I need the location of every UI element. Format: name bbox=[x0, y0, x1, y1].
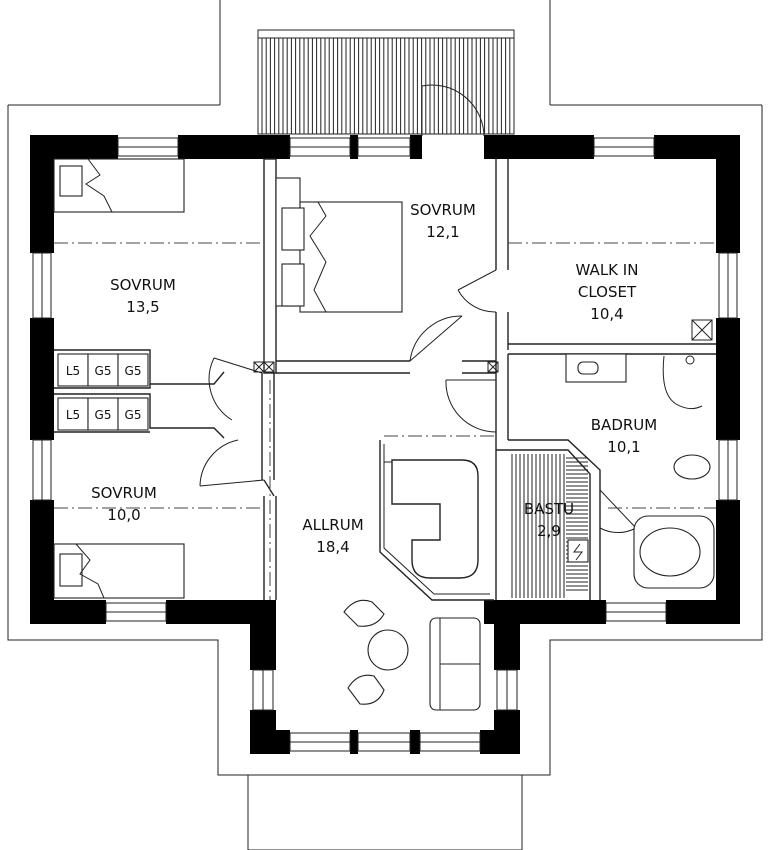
storage-cabinet: L5 bbox=[57, 353, 89, 387]
balcony bbox=[257, 29, 515, 135]
storage-lower: L5 G5 G5 bbox=[57, 397, 149, 431]
storage-cabinet-label: L5 bbox=[66, 408, 80, 422]
storage-cabinet: L5 bbox=[57, 397, 89, 431]
room-name-walk-in: WALK IN bbox=[576, 261, 639, 279]
bathroom-fixtures bbox=[565, 353, 715, 589]
storage-cabinet-label: L5 bbox=[66, 364, 80, 378]
room-name-allrum: ALLRUM bbox=[302, 516, 363, 534]
room-area-badrum: 10,1 bbox=[607, 438, 640, 456]
storage-cabinet-label: G5 bbox=[125, 364, 142, 378]
exterior-walls bbox=[30, 135, 740, 754]
bed-master bbox=[275, 177, 403, 313]
storage-cabinet: G5 bbox=[87, 353, 119, 387]
room-area-sovrum-master: 12,1 bbox=[426, 223, 459, 241]
interior-doors bbox=[199, 269, 637, 534]
room-name-closet: CLOSET bbox=[578, 283, 637, 301]
storage-cabinet: G5 bbox=[117, 397, 149, 431]
bed-upper-left bbox=[53, 158, 185, 213]
staircase bbox=[379, 440, 494, 601]
entrance-steps bbox=[247, 774, 523, 850]
windows bbox=[32, 137, 738, 752]
storage-cabinet-label: G5 bbox=[125, 408, 142, 422]
sauna-heater bbox=[567, 539, 589, 563]
room-area-walk-in-closet: 10,4 bbox=[590, 305, 623, 323]
room-area-sovrum-upper-left: 13,5 bbox=[126, 298, 159, 316]
storage-cabinet: G5 bbox=[87, 397, 119, 431]
room-name-bastu: BASTU bbox=[524, 500, 574, 518]
storage-cabinet: G5 bbox=[117, 353, 149, 387]
vent-markers bbox=[253, 319, 713, 373]
lounge-furniture bbox=[343, 599, 481, 711]
room-area-allrum: 18,4 bbox=[316, 538, 349, 556]
balcony-door bbox=[421, 84, 485, 137]
room-name-sovrum-master: SOVRUM bbox=[410, 201, 476, 219]
room-area-sovrum-lower-left: 10,0 bbox=[107, 506, 140, 524]
room-name-sovrum-lower-left: SOVRUM bbox=[91, 484, 157, 502]
storage-cabinet-label: G5 bbox=[95, 408, 112, 422]
room-area-bastu: 2,9 bbox=[537, 522, 561, 540]
storage-cabinet-label: G5 bbox=[95, 364, 112, 378]
storage-upper: L5 G5 G5 bbox=[57, 353, 149, 387]
room-name-badrum: BADRUM bbox=[591, 416, 657, 434]
room-labels: SOVRUM 12,1 WALK IN CLOSET 10,4 SOVRUM 1… bbox=[91, 201, 657, 556]
room-name-sovrum-upper-left: SOVRUM bbox=[110, 276, 176, 294]
bed-lower-left bbox=[53, 543, 185, 599]
section-lines bbox=[54, 242, 716, 600]
